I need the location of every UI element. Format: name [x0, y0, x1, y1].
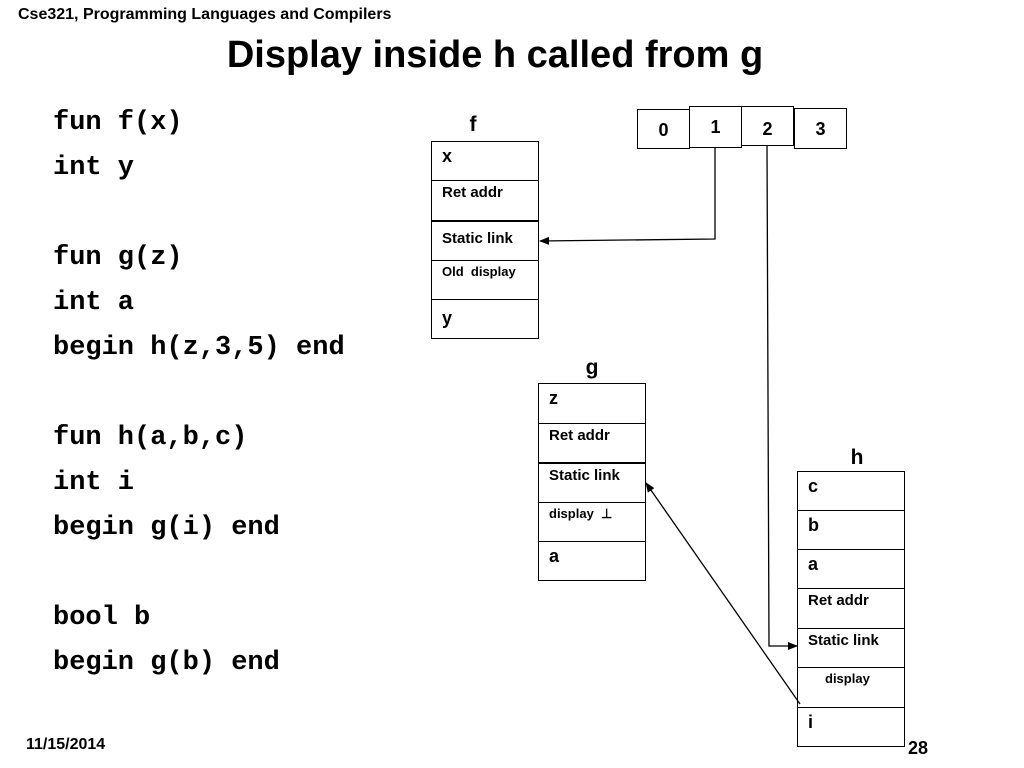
code-line: bool b — [53, 603, 151, 633]
frame-g-cell-ret-addr: Ret addr — [538, 423, 646, 463]
display-1-to-f-arrow — [539, 148, 716, 245]
display-cell-0: 0 — [637, 109, 690, 149]
code-line: begin h(z,3,5) end — [53, 333, 345, 363]
frame-h-cell-c: c — [797, 471, 905, 511]
frame-h-cell-a: a — [797, 549, 905, 589]
code-line: begin g(i) end — [53, 513, 280, 543]
display-cell-1: 1 — [689, 106, 742, 148]
frame-g-label: g — [585, 356, 599, 379]
slide-title: Display inside h called from g — [226, 34, 764, 76]
display-cell-3: 3 — [794, 108, 847, 149]
frame-f-cell-y: y — [431, 299, 539, 339]
frame-h-cell-static-link: Static link — [797, 628, 905, 668]
frame-f-label: f — [469, 113, 477, 136]
frame-f-cell-static-link: Static link — [431, 221, 539, 261]
code-line: int y — [53, 153, 135, 183]
code-line: begin g(b) end — [53, 648, 280, 678]
code-line: int i — [53, 468, 135, 498]
frame-h-cell-ret-addr: Ret addr — [797, 588, 905, 629]
display-cell-2: 2 — [741, 106, 794, 146]
frame-g-cell-z: z — [538, 383, 646, 424]
frame-f-cell-ret-addr: Ret addr — [431, 180, 539, 221]
code-line: fun f(x) — [53, 108, 183, 138]
frame-h-cell-i: i — [797, 707, 905, 747]
frame-h-cell-display: display — [797, 667, 905, 708]
display-2-to-h-arrow — [766, 145, 798, 650]
h-static-link-to-g-arrow — [645, 482, 801, 705]
frame-g-cell-a: a — [538, 541, 646, 581]
frame-f-cell-old-display: Old display — [431, 260, 539, 300]
code-line: fun g(z) — [53, 243, 183, 273]
frame-g-cell-display: display ⊥ — [538, 502, 646, 542]
frame-f-cell-x: x — [431, 141, 539, 181]
course-header: Cse321, Programming Languages and Compil… — [18, 6, 392, 23]
footer-date: 11/15/2014 — [26, 736, 106, 753]
code-line: int a — [53, 288, 135, 318]
frame-h-cell-b: b — [797, 510, 905, 550]
code-line: fun h(a,b,c) — [53, 423, 248, 453]
frame-h-label: h — [850, 446, 864, 469]
page-number: 28 — [908, 738, 929, 758]
